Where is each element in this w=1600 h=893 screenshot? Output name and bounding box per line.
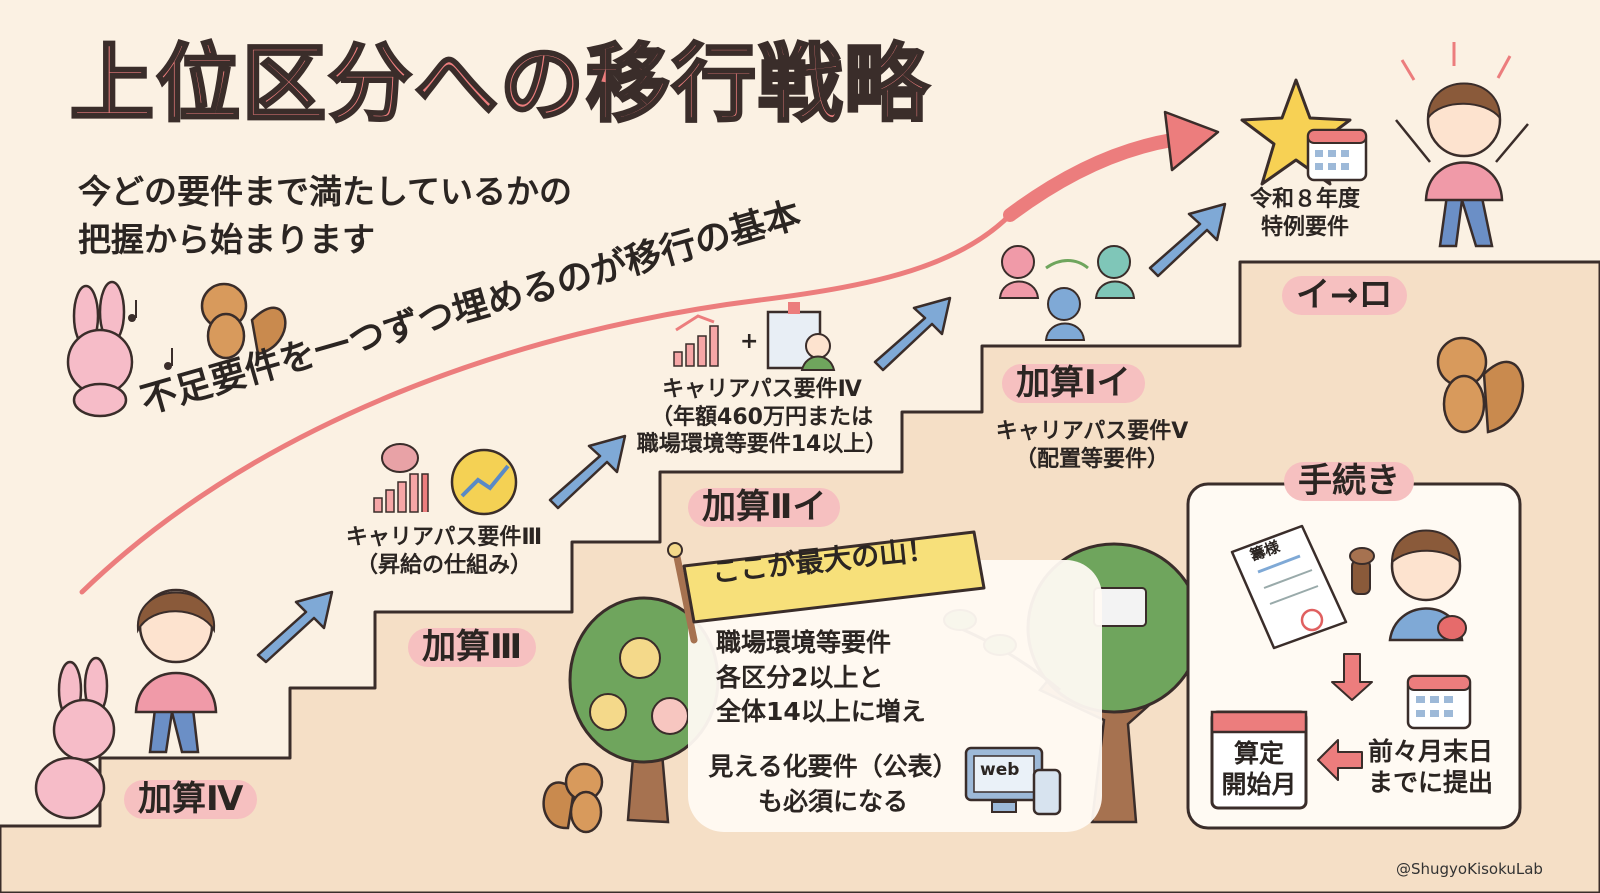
star-icon (1240, 78, 1352, 186)
requirement-detail: （年額460万円または (651, 404, 873, 430)
step-label-i-to-ro: イ→ロ (1282, 275, 1407, 316)
growth-arrow-head (1163, 110, 1220, 172)
hospital-icon (766, 302, 836, 371)
visibility-requirement: 見える化要件（公表） も必須になる (704, 750, 962, 819)
squirrel-icon (542, 762, 604, 834)
requirement-detail: （配置等要件） (1014, 446, 1169, 472)
start-month-line: 開始月 (1221, 770, 1297, 800)
start-month-line: 算定 (1233, 739, 1284, 768)
mountain-line: 各区分2以上と (716, 662, 884, 692)
start-month: 算定 開始月 (1218, 738, 1300, 801)
tree-icon (568, 596, 720, 824)
step-label-iv: 加算Ⅳ (124, 779, 258, 820)
requirement-title: 特例要件 (1260, 214, 1349, 240)
procedure-title: 手続き (1284, 461, 1414, 502)
rabbit-icon (34, 656, 116, 820)
deadline-line: までに提出 (1368, 768, 1494, 798)
people-cycle-icon (998, 245, 1136, 341)
mountain-line: 見える化要件（公表） (708, 752, 958, 781)
svg-text:+: + (740, 329, 758, 354)
step-label-ii-i: 加算Ⅱイ (688, 487, 841, 528)
subtitle-line: 今どの要件まで満たしているかの (78, 172, 573, 211)
stamp-icon (1349, 547, 1375, 595)
brain-icon (381, 443, 419, 473)
left-arrow-icon (1317, 739, 1363, 781)
requirement-title: キャリアパス要件Ⅴ (995, 419, 1189, 444)
step-arrow (256, 202, 1227, 664)
watermark: @ShugyoKisokuLab (1396, 860, 1543, 878)
requirement-iii: キャリアパス要件Ⅲ （昇給の仕組み） (328, 524, 560, 579)
rabbit-icon (66, 280, 134, 418)
special-requirement: 令和８年度 特例要件 (1232, 186, 1378, 241)
squirrel-icon (200, 282, 287, 360)
girl-icon (1395, 42, 1529, 248)
calendar-icon (1406, 674, 1472, 730)
step-label-iii: 加算Ⅲ (408, 627, 537, 668)
down-arrow-icon (1331, 653, 1373, 701)
requirement-iv: キャリアパス要件Ⅳ （年額460万円または 職場環境等要件14以上） (636, 376, 888, 459)
mountain-line: 職場環境等要件 (716, 628, 892, 657)
requirement-title: キャリアパス要件Ⅲ (345, 525, 543, 550)
step-label-i-i: 加算Ⅰイ (1002, 363, 1145, 404)
start-month-calendar (1210, 710, 1308, 810)
mountain-line: も必須になる (757, 786, 908, 816)
mountain-line: 全体14以上に増え (716, 697, 926, 726)
calendar-icon (1306, 128, 1368, 182)
girl-icon (134, 588, 218, 754)
requirement-detail: （昇給の仕組み） (355, 552, 532, 578)
document-icon (1230, 524, 1348, 650)
growth-coin-icon (450, 448, 518, 516)
requirement-title: キャリアパス要件Ⅳ (662, 377, 862, 402)
squirrel-icon (1436, 336, 1525, 434)
music-note-icon (128, 300, 173, 370)
mountain-description: 職場環境等要件 各区分2以上と 全体14以上に増え (716, 626, 926, 730)
deadline-line: 前々月末日 (1368, 737, 1494, 766)
computer-web-icon (964, 746, 1062, 816)
subtitle: 今どの要件まで満たしているかの 把握から始まります (78, 168, 572, 264)
requirement-v: キャリアパス要件Ⅴ （配置等要件） (974, 418, 1210, 473)
requirement-detail: 職場環境等要件14以上） (636, 432, 888, 457)
flag-icon (667, 530, 986, 644)
page-title: 上位区分への移行戦略 (68, 35, 931, 133)
bar-chart-icon (373, 473, 429, 513)
subtitle-line: 把握から始まります (78, 219, 375, 259)
bar-chart-icon (673, 314, 719, 367)
requirement-title: 令和８年度 (1249, 187, 1360, 212)
web-label: web (980, 760, 1020, 780)
deadline-text: 前々月末日 までに提出 (1368, 736, 1493, 799)
girl-icon (1388, 529, 1467, 642)
